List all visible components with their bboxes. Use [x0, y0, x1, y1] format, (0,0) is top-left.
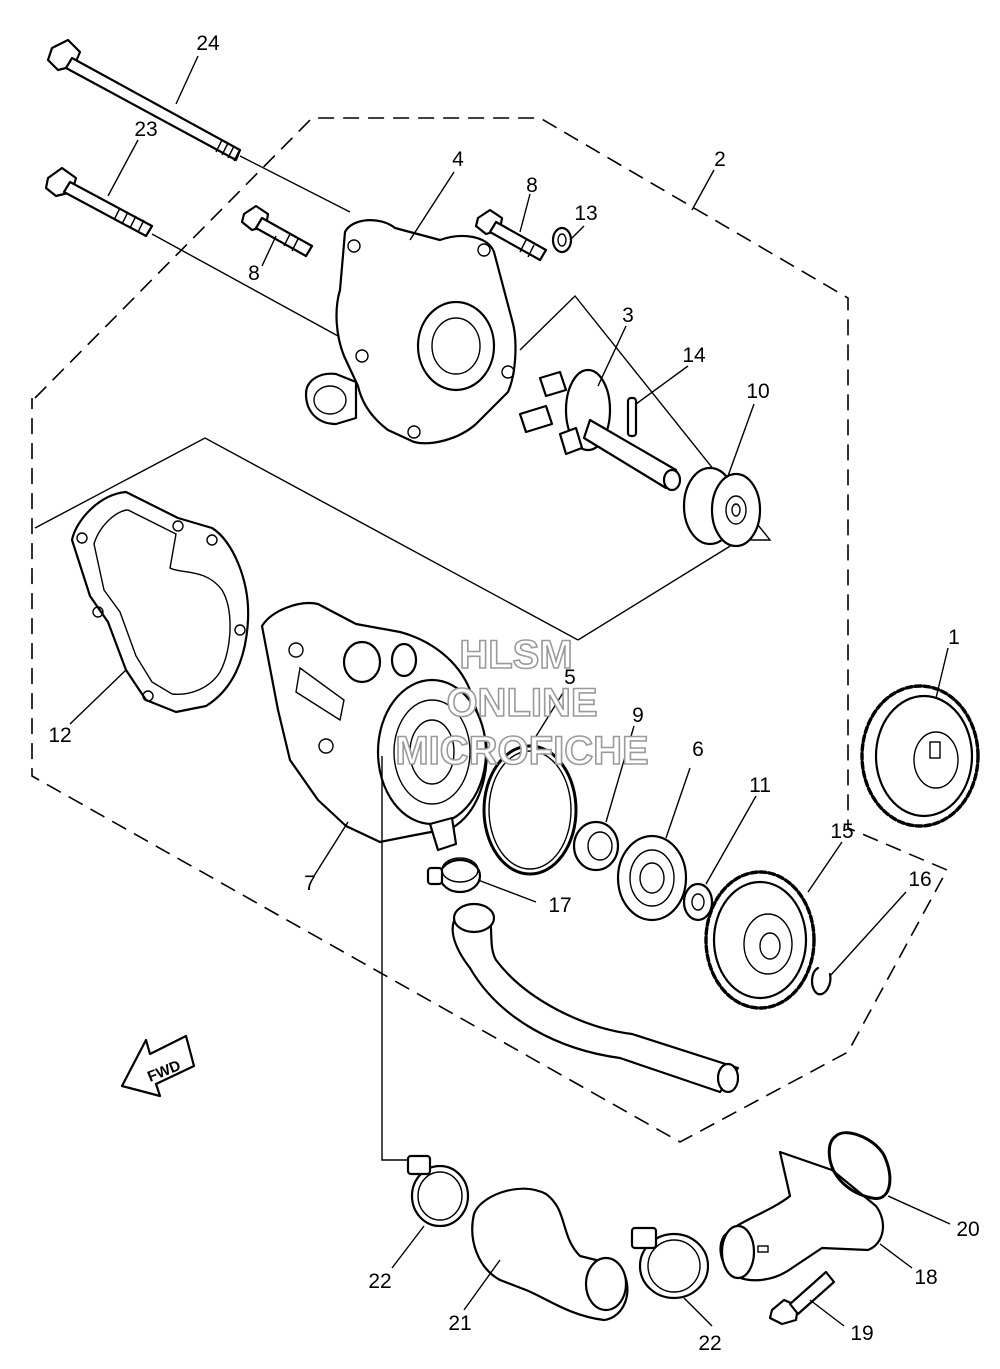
alignment-line [381, 756, 412, 1161]
part-24-long-bolt[interactable] [46, 38, 351, 213]
part-22-hose-clamp-left[interactable] [406, 1154, 470, 1228]
part-21-radiator-hose[interactable] [471, 1187, 629, 1322]
callout-labels: 24 23 4 2 8 13 8 3 14 10 1 5 9 12 6 11 1… [48, 32, 979, 1355]
callout-5: 5 [564, 666, 576, 689]
callout-8-left: 8 [248, 262, 260, 285]
part-23-bolt[interactable] [44, 166, 339, 337]
callout-15: 15 [830, 820, 853, 843]
watermark: HLSM ONLINE MICROFICHE [395, 632, 650, 774]
callout-13: 13 [574, 202, 597, 225]
callout-17: 17 [548, 894, 571, 917]
callout-24: 24 [196, 32, 220, 55]
callout-19: 19 [850, 1322, 873, 1345]
gasket-plane-box [34, 437, 579, 641]
part-13-washer[interactable] [551, 226, 573, 254]
callout-2: 2 [714, 148, 726, 171]
callout-16: 16 [908, 868, 931, 891]
part-22-hose-clamp-right[interactable] [630, 1226, 710, 1300]
callout-23: 23 [134, 118, 157, 141]
callout-22-right: 22 [698, 1332, 721, 1355]
part-19-bolt[interactable] [768, 1270, 836, 1326]
callout-11: 11 [749, 774, 771, 797]
svg-text:ONLINE: ONLINE [446, 681, 597, 725]
callout-1: 1 [948, 626, 960, 649]
callout-10: 10 [746, 380, 769, 403]
part-17-hose-clamp[interactable] [426, 857, 482, 894]
callout-21: 21 [448, 1312, 471, 1335]
callout-8-right: 8 [526, 174, 538, 197]
callout-22-left: 22 [368, 1270, 391, 1293]
part-8-bolt-right[interactable] [474, 208, 548, 262]
part-15-impeller-gear[interactable] [704, 870, 816, 1010]
part-9-oil-seal[interactable] [572, 820, 620, 872]
part-6-bearing[interactable] [616, 834, 688, 922]
part-16-circlip[interactable] [810, 966, 832, 996]
svg-text:HLSM: HLSM [459, 633, 572, 677]
assembly-boundary-upper [31, 117, 949, 1143]
fwd-arrow-icon: FWD [120, 1034, 196, 1098]
part-11-washer[interactable] [682, 882, 714, 922]
part-4-pump-cover[interactable] [304, 219, 517, 445]
callout-3: 3 [622, 304, 634, 327]
part-7-pump-housing[interactable] [260, 602, 488, 852]
callout-14: 14 [682, 344, 706, 367]
svg-text:MICROFICHE: MICROFICHE [395, 729, 648, 773]
callout-7: 7 [304, 872, 316, 895]
part-3-impeller-shaft[interactable] [518, 368, 682, 492]
part-14-pin[interactable] [626, 396, 638, 438]
callout-18: 18 [914, 1266, 937, 1289]
part-20-o-ring[interactable] [827, 1131, 892, 1200]
callout-12: 12 [48, 724, 71, 747]
callout-4: 4 [452, 148, 464, 171]
part-12-gasket[interactable] [70, 490, 250, 714]
impeller-plane-box [519, 294, 772, 641]
part-8-bolt-left[interactable] [240, 204, 314, 258]
part-18-hose-joint[interactable] [719, 1150, 885, 1282]
callout-20: 20 [956, 1218, 979, 1241]
callout-9: 9 [632, 704, 644, 727]
part-10-mechanical-seal[interactable] [682, 466, 762, 548]
part-1-drive-gear[interactable] [860, 684, 980, 828]
leader-lines [69, 55, 951, 1327]
callout-6: 6 [692, 738, 704, 761]
bypass-hose[interactable] [451, 902, 740, 1094]
